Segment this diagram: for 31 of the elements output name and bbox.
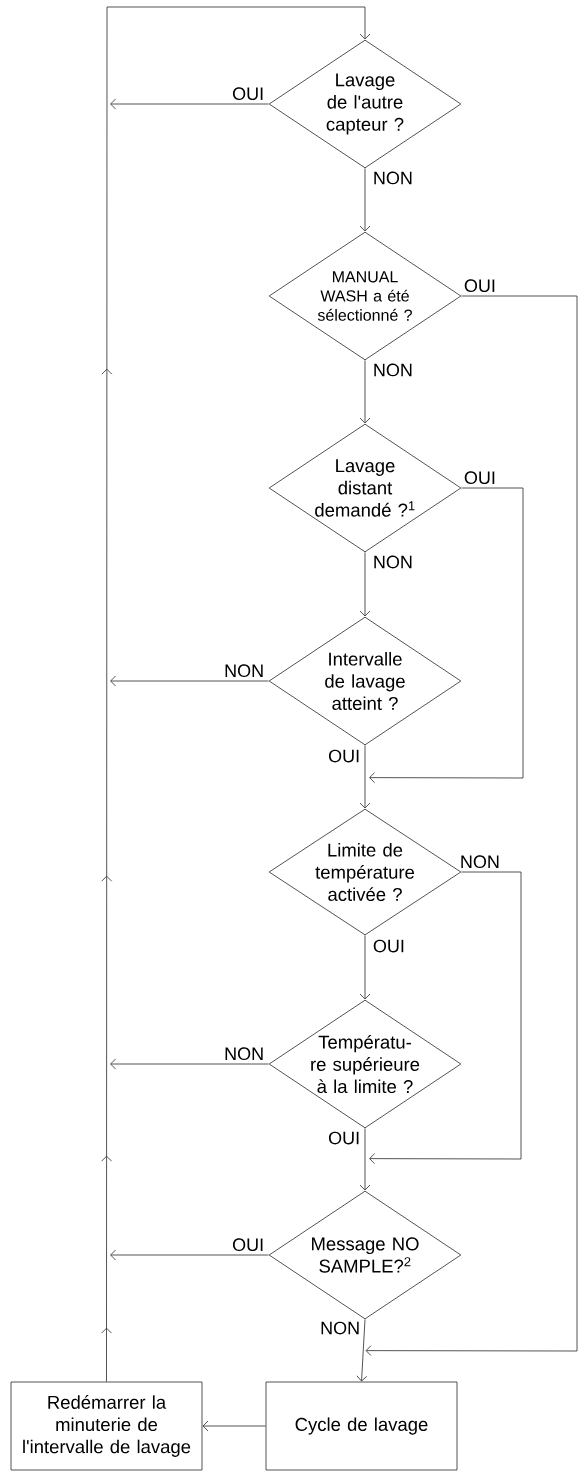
arrow [359,168,371,232]
arrow [359,360,371,424]
edge-label: NON [222,662,266,679]
arrow [359,935,371,1000]
arrow [369,487,524,783]
edge-label: OUI [230,85,266,102]
edge-label: OUI [230,1236,266,1253]
arrow [369,871,522,1164]
edge-label: OUI [371,938,407,954]
edge-label: NON [222,1045,266,1062]
process-box: Redémarrer la minuterie de l'intervalle de lavage [10,1381,203,1471]
arrow [101,6,371,1382]
arrow [359,552,371,617]
arrow [356,1319,368,1382]
edge-label: OUI [462,469,498,486]
arrow [110,675,269,687]
edge-label: OUI [462,277,498,294]
edge-label: NON [371,362,415,378]
arrow [359,745,371,809]
arrow [110,98,269,110]
edge-label: NON [318,1320,362,1336]
arrow [202,1420,266,1432]
edge-label: NON [371,170,415,186]
edge-label: OUI [326,748,362,764]
arrow [110,1249,269,1261]
arrow [110,1058,269,1070]
edge-label: NON [371,554,415,570]
arrow [359,1128,371,1191]
edge-label: OUI [326,1130,362,1146]
arrow [365,295,578,1356]
process-box: Cycle de lavage [265,1381,458,1471]
